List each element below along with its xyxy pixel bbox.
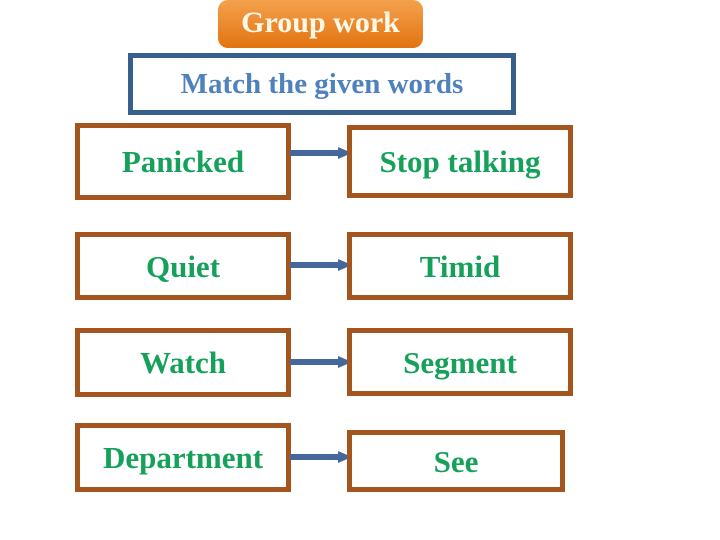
right-arrow-icon — [288, 450, 352, 464]
word-label: Panicked — [121, 144, 245, 179]
left-word-box-watch: Watch — [75, 328, 291, 397]
right-word-box-see: See — [347, 430, 565, 492]
word-label: Department — [102, 440, 264, 475]
left-word-box-quiet: Quiet — [75, 232, 291, 300]
word-label: Timid — [419, 248, 501, 284]
header-banner: Group work — [218, 0, 423, 48]
word-label: Segment — [403, 344, 517, 380]
left-word-box-department: Department — [75, 423, 291, 492]
right-arrow-icon — [288, 355, 352, 369]
right-arrow-icon — [288, 258, 352, 272]
slide-title: Group work — [241, 6, 400, 39]
subtitle-text: Match the given words — [180, 67, 464, 100]
right-word-box-timid: Timid — [347, 232, 573, 300]
word-label: Stop talking — [379, 144, 541, 179]
word-label: Quiet — [145, 248, 221, 284]
word-label: See — [433, 443, 479, 479]
right-word-box-segment: Segment — [347, 328, 573, 396]
subtitle-box: Match the given words — [128, 53, 516, 115]
left-word-box-panicked: Panicked — [75, 123, 291, 200]
right-arrow-icon — [288, 146, 352, 160]
word-label: Watch — [139, 345, 227, 380]
right-word-box-stop-talking: Stop talking — [347, 125, 573, 198]
